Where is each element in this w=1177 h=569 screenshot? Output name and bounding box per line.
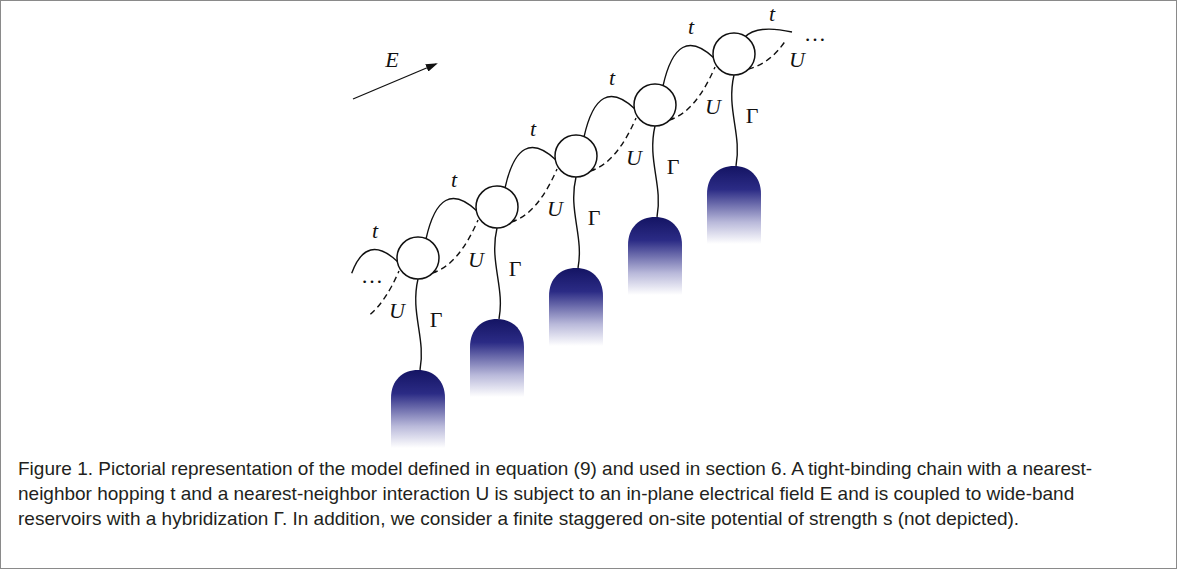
symbol-holder: U — [705, 96, 721, 118]
symbol-holder: Γ — [746, 105, 759, 127]
symbol-label: U — [547, 198, 563, 220]
symbol-label: E — [385, 49, 398, 71]
hopping-arc — [584, 97, 635, 138]
hopping-arc — [744, 29, 792, 38]
lattice-site — [476, 186, 518, 228]
reservoir — [707, 166, 761, 244]
symbol-holder: t — [451, 169, 457, 191]
symbol-holder: U — [789, 49, 805, 71]
symbol-holder: t — [769, 3, 775, 25]
figure-caption: Figure 1. Pictorial representation of th… — [18, 456, 1128, 531]
reservoir — [549, 268, 603, 346]
hybridization-line — [416, 279, 422, 370]
symbol-holder: Γ — [430, 309, 443, 331]
symbol-label: Γ — [588, 207, 601, 229]
lattice-site — [397, 237, 439, 279]
lattice-site — [555, 135, 597, 177]
symbol-holder: t — [688, 16, 694, 38]
symbol-holder: Γ — [509, 258, 522, 280]
lattice-site — [634, 84, 676, 126]
symbol-label: U — [705, 96, 721, 118]
hopping-arc — [426, 199, 477, 240]
hybridization-line — [653, 126, 659, 217]
symbol-holder: … — [804, 23, 826, 45]
symbol-label: Γ — [430, 309, 443, 331]
symbol-holder: … — [361, 265, 383, 287]
reservoir-group — [391, 75, 761, 448]
symbol-holder: U — [547, 198, 563, 220]
symbol-holder: t — [609, 67, 615, 89]
symbol-holder: U — [626, 147, 642, 169]
hybridization-line — [495, 228, 501, 319]
hybridization-line — [732, 75, 738, 166]
symbol-holder: Γ — [588, 207, 601, 229]
symbol-label: Γ — [667, 156, 680, 178]
symbol-label: U — [389, 300, 405, 322]
hopping-arc — [505, 148, 556, 189]
symbol-label: t — [769, 3, 775, 25]
hopping-arc — [663, 46, 714, 87]
symbol-holder: E — [385, 49, 398, 71]
symbol-holder: t — [372, 220, 378, 242]
symbol-label: … — [804, 23, 826, 45]
symbol-label: … — [361, 265, 383, 287]
symbol-holder: U — [389, 300, 405, 322]
symbol-label: U — [468, 249, 484, 271]
symbol-label: t — [372, 220, 378, 242]
symbol-label: t — [688, 16, 694, 38]
hybridization-line — [574, 177, 580, 268]
symbol-holder: U — [468, 249, 484, 271]
caption-holder: Figure 1. Pictorial representation of th… — [18, 456, 1128, 531]
symbol-label: Γ — [509, 258, 522, 280]
symbol-label: t — [451, 169, 457, 191]
symbol-holder: t — [530, 118, 536, 140]
symbol-label: t — [609, 67, 615, 89]
symbol-holder: Γ — [667, 156, 680, 178]
symbol-label: U — [789, 49, 805, 71]
reservoir — [470, 319, 524, 397]
interaction-arcs — [370, 40, 786, 314]
reservoir — [628, 217, 682, 295]
reservoir — [391, 370, 445, 448]
symbol-label: t — [530, 118, 536, 140]
sites — [397, 33, 755, 279]
lattice-site — [713, 33, 755, 75]
symbol-label: U — [626, 147, 642, 169]
symbol-label: Γ — [746, 105, 759, 127]
